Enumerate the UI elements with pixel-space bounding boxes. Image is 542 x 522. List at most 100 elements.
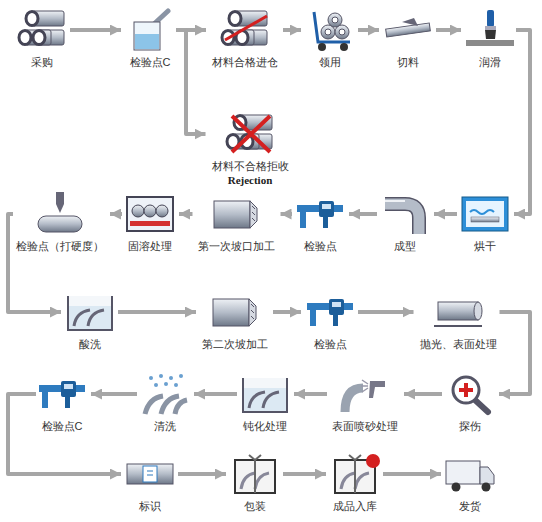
step-label: 钝化处理 — [239, 419, 291, 434]
process-step: 酸洗 — [64, 290, 116, 352]
package-icon — [235, 455, 275, 493]
step-label: 烘干 — [459, 239, 511, 254]
process-step: 检验点C — [36, 372, 88, 434]
bevel-icon — [214, 201, 257, 228]
process-step: 成型 — [379, 192, 431, 254]
flow-arrow — [434, 212, 457, 216]
step-label: 检验点 — [304, 337, 356, 352]
step-label: 材料合格进仓 — [209, 55, 281, 70]
flow-arrow — [436, 28, 461, 32]
flow-arrow — [294, 392, 327, 396]
step-label: 第二次坡加工 — [199, 337, 271, 352]
caliper-icon — [297, 201, 343, 228]
step-label: 第一次坡口加工 — [195, 239, 278, 254]
cart-icon — [314, 12, 350, 51]
step-label: 标识 — [124, 499, 176, 514]
brush-icon — [466, 10, 514, 46]
flow-arrow — [8, 214, 61, 312]
step-label: 表面喷砂处理 — [329, 419, 401, 434]
process-step: 采购 — [16, 8, 68, 70]
process-step: 检验点（打硬度） — [13, 192, 107, 254]
process-step: 钝化处理 — [239, 372, 291, 434]
process-step: 检验点 — [294, 192, 346, 254]
step-label: 成品入库 — [329, 499, 381, 514]
flow-arrow — [283, 28, 301, 32]
step-label: Rejection — [209, 174, 292, 186]
step-label: 酸洗 — [64, 337, 116, 352]
step-label: 检验点C — [36, 419, 88, 434]
tank-icon — [243, 378, 287, 412]
reject-icon — [227, 115, 272, 152]
flow-arrow — [283, 472, 326, 476]
flow-arrow — [349, 212, 377, 216]
step-label: 包装 — [229, 499, 281, 514]
tank-icon — [68, 296, 112, 330]
magnifier-icon — [453, 377, 488, 412]
caliper-icon — [39, 381, 85, 408]
step-label: 材料不合格拒收 — [209, 159, 292, 174]
flow-arrow — [178, 472, 226, 476]
step-label: 采购 — [16, 55, 68, 70]
process-step: 材料合格进仓 — [209, 8, 281, 70]
hardness-icon — [38, 192, 82, 232]
step-label: 领用 — [304, 55, 356, 70]
flow-arrow — [8, 394, 121, 474]
flow-arrow — [70, 28, 121, 32]
step-label: 抛光、表面处理 — [417, 337, 500, 352]
process-step: 切料 — [382, 8, 434, 70]
step-label: 清洗 — [139, 419, 191, 434]
truck-icon — [446, 461, 494, 492]
process-step: 领用 — [304, 8, 356, 70]
caliper-icon — [307, 299, 353, 326]
process-step: 材料不合格拒收Rejection — [209, 112, 292, 186]
process-step: 包装 — [229, 452, 281, 514]
process-step: 探伤 — [444, 372, 496, 434]
bevel-icon — [213, 299, 256, 326]
process-step: 检验点C — [124, 8, 176, 70]
flow-arrow — [91, 392, 137, 396]
step-label: 润滑 — [464, 55, 516, 70]
process-step: 发货 — [444, 452, 496, 514]
flow-arrow — [358, 28, 379, 32]
flow-arrow — [176, 30, 206, 134]
pipe-icon — [222, 11, 267, 45]
warehouse-icon — [335, 454, 380, 493]
cutting-icon — [386, 18, 431, 37]
furnace-icon — [127, 197, 173, 231]
elbow-icon — [385, 201, 419, 234]
flow-arrow — [358, 310, 414, 314]
process-step: 表面喷砂处理 — [329, 372, 401, 434]
step-label: 检验点 — [294, 239, 346, 254]
shower-icon — [145, 374, 187, 414]
step-label: 成型 — [379, 239, 431, 254]
step-label: 检验点（打硬度） — [13, 239, 107, 254]
flow-arrow — [404, 392, 442, 396]
process-step: 抛光、表面处理 — [417, 290, 500, 352]
process-step: 第一次坡口加工 — [195, 192, 278, 254]
step-label: 探伤 — [444, 419, 496, 434]
process-step: 标识 — [124, 452, 176, 514]
process-step: 检验点 — [304, 290, 356, 352]
process-step: 成品入库 — [329, 452, 381, 514]
flow-arrow — [383, 472, 441, 476]
process-step: 润滑 — [464, 8, 516, 70]
tag-icon — [127, 464, 173, 484]
spray-icon — [345, 380, 385, 412]
step-label: 固溶处理 — [124, 239, 176, 254]
process-step: 烘干 — [459, 192, 511, 254]
step-label: 发货 — [444, 499, 496, 514]
step-label: 切料 — [382, 55, 434, 70]
process-step: 固溶处理 — [124, 192, 176, 254]
flow-arrow — [110, 212, 122, 216]
flow-arrow — [499, 312, 530, 394]
flow-arrow — [194, 392, 237, 396]
flow-arrow — [281, 212, 293, 216]
pipe-icon — [19, 11, 64, 45]
process-step: 清洗 — [139, 372, 191, 434]
oven-icon — [462, 197, 508, 231]
beaker-icon — [134, 11, 168, 50]
roll-icon — [434, 302, 482, 326]
